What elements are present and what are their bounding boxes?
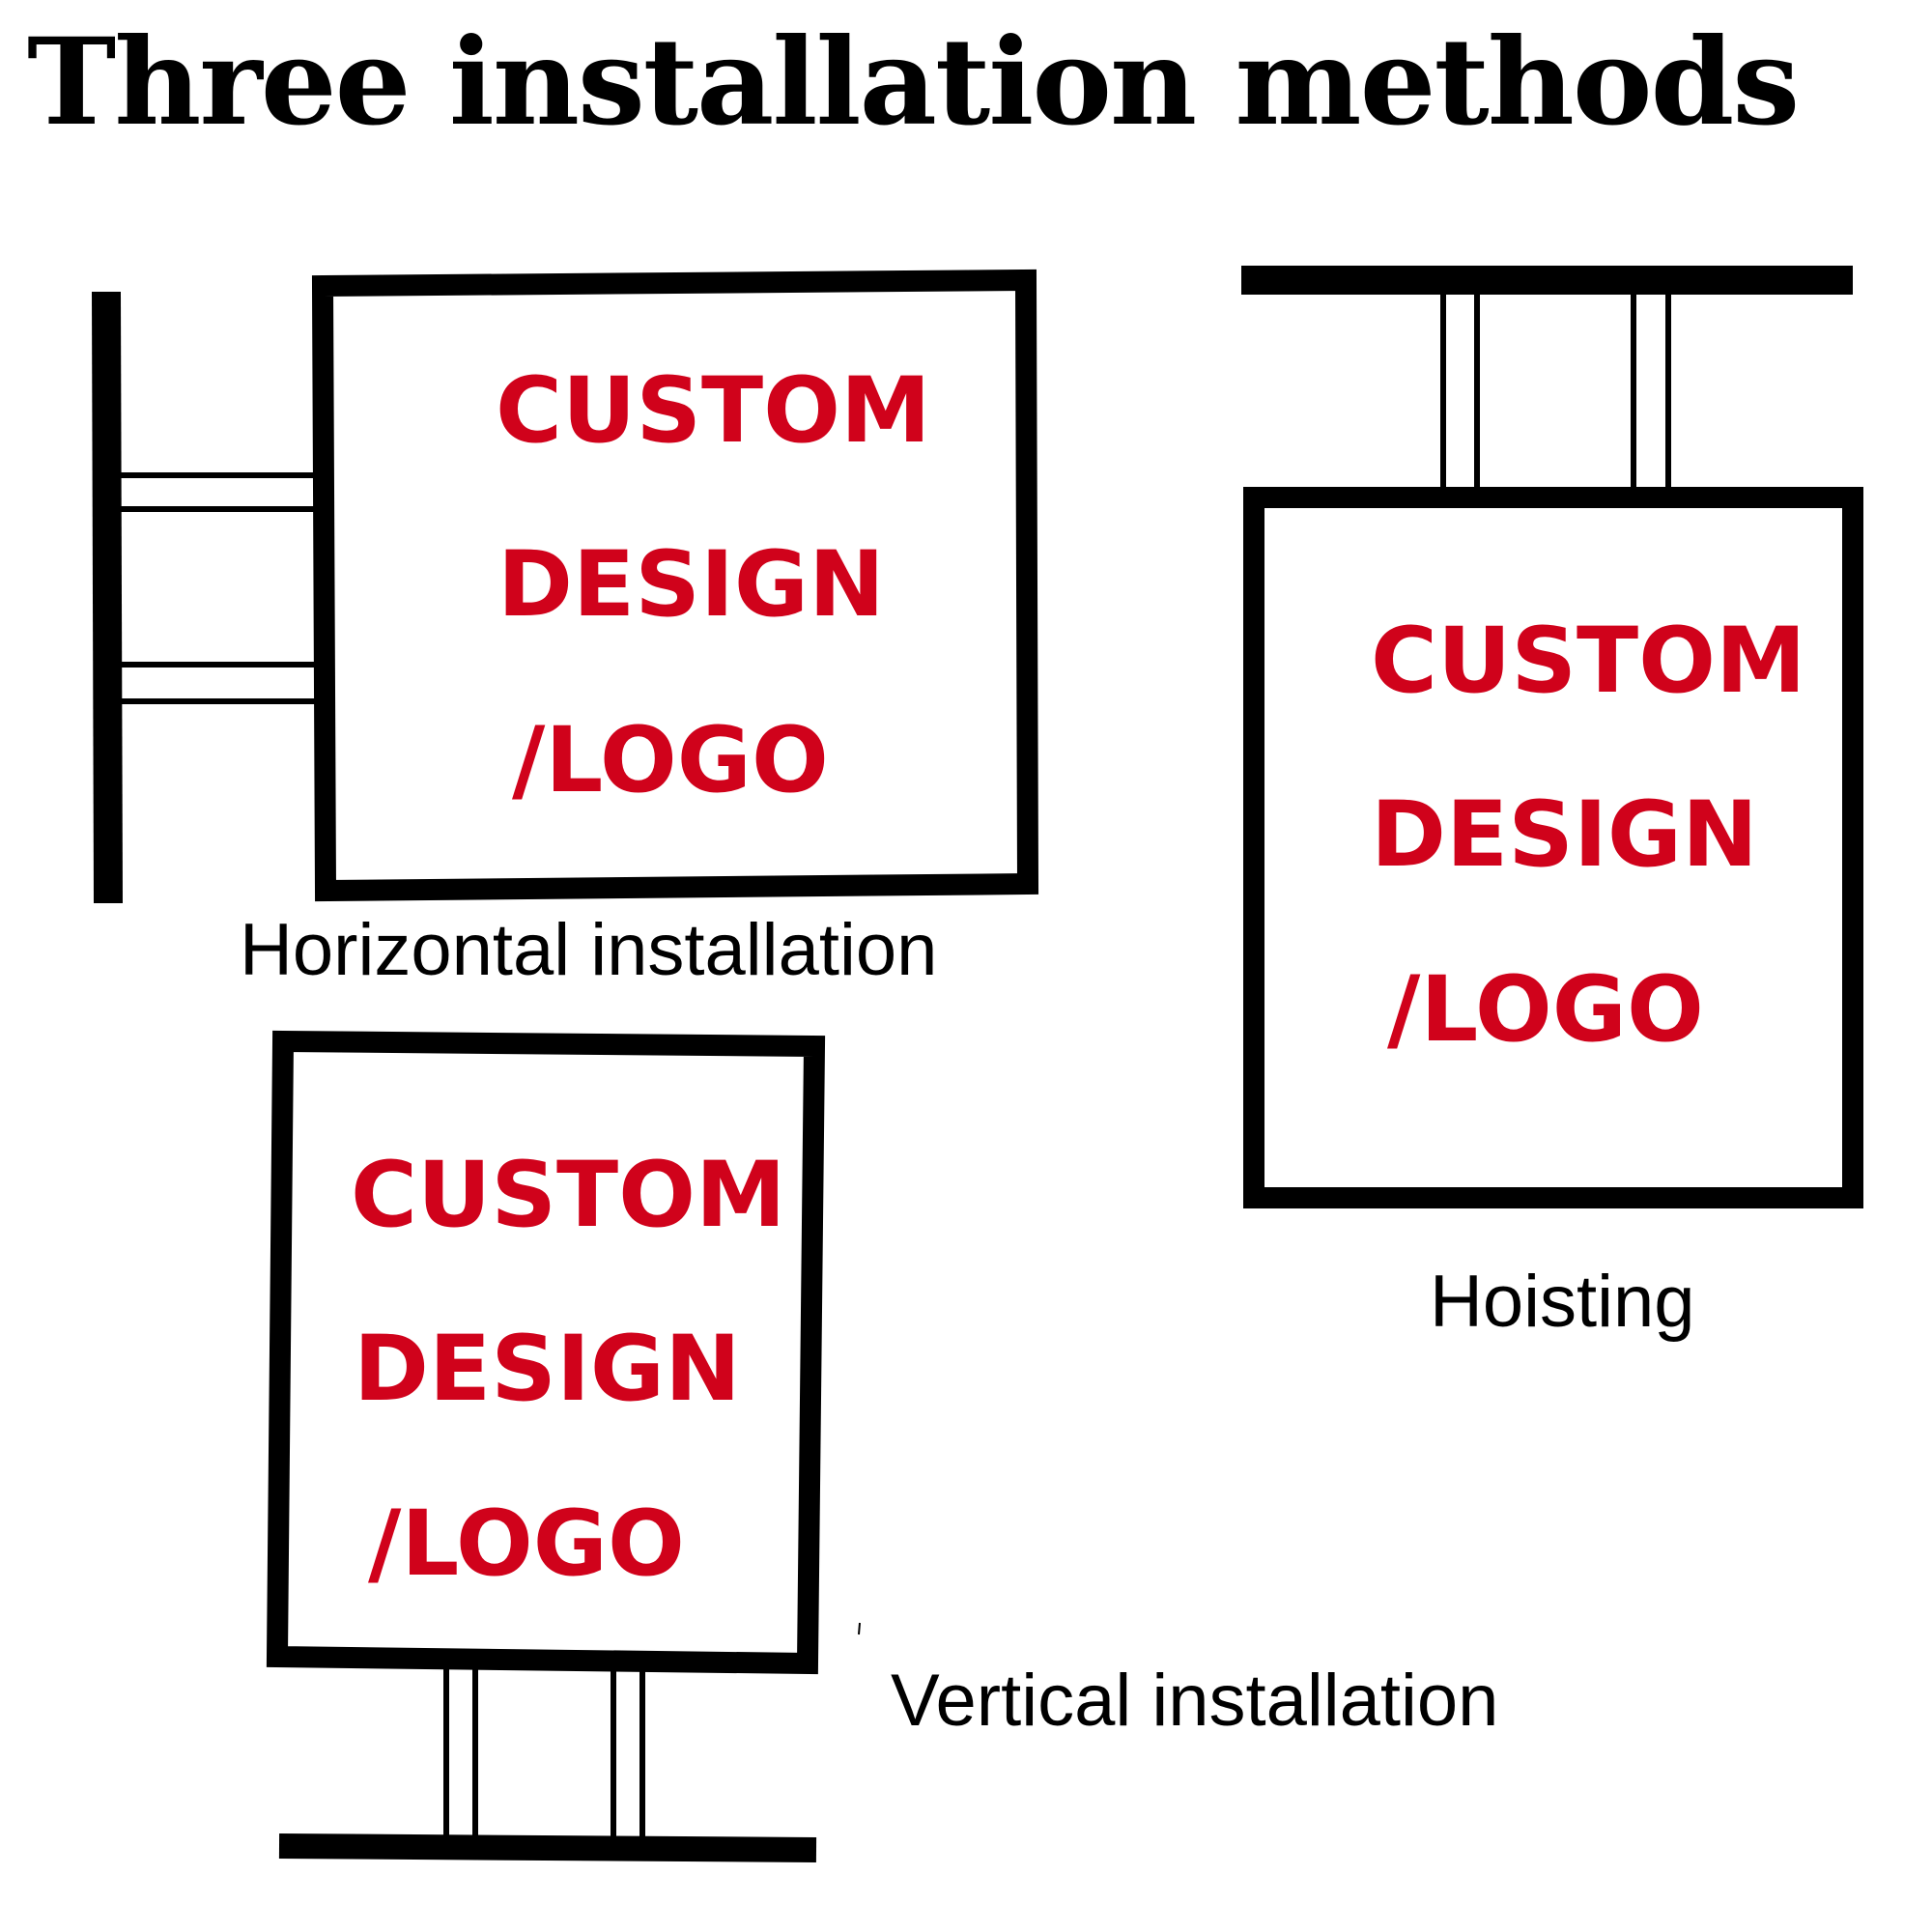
sign-text-line-3: /LOGO [512,708,829,813]
hanger-left [1440,290,1480,491]
hanger-right [1631,290,1671,491]
sign-text-line-2: DESIGN [1371,782,1758,888]
stray-mark [858,1622,861,1635]
sign-panel-hoisting [1243,487,1863,1208]
caption-hoisting: Hoisting [1430,1261,1695,1343]
sign-text-line-1: CUSTOM [496,358,931,464]
sign-text-line-1: CUSTOM [351,1143,786,1248]
sign-text-line-2: DESIGN [497,532,885,638]
hoisting-installation: CUSTOM DESIGN /LOGO Hoisting [1241,266,1863,1343]
caption-vertical: Vertical installation [891,1660,1498,1742]
sign-panel-vertical [266,1030,826,1675]
sign-text-line-2: DESIGN [354,1317,741,1422]
wall-post [92,291,123,904]
wall-bracket-upper [116,472,317,512]
floor-base [278,1833,817,1862]
sign-text-line-3: /LOGO [1387,957,1704,1063]
vertical-installation: CUSTOM DESIGN /LOGO Vertical installatio… [266,1030,1498,1862]
sign-panel-horizontal [311,269,1039,902]
stand-leg-right [611,1669,645,1847]
horizontal-installation: CUSTOM DESIGN /LOGO Horizontal installat… [92,269,1039,991]
sign-text-line-1: CUSTOM [1371,609,1806,714]
stand-leg-left [443,1666,478,1845]
wall-bracket-lower [116,662,317,704]
page-title: Three installation methods [27,13,1800,153]
caption-horizontal: Horizontal installation [240,909,937,991]
sign-text-line-3: /LOGO [368,1492,685,1597]
